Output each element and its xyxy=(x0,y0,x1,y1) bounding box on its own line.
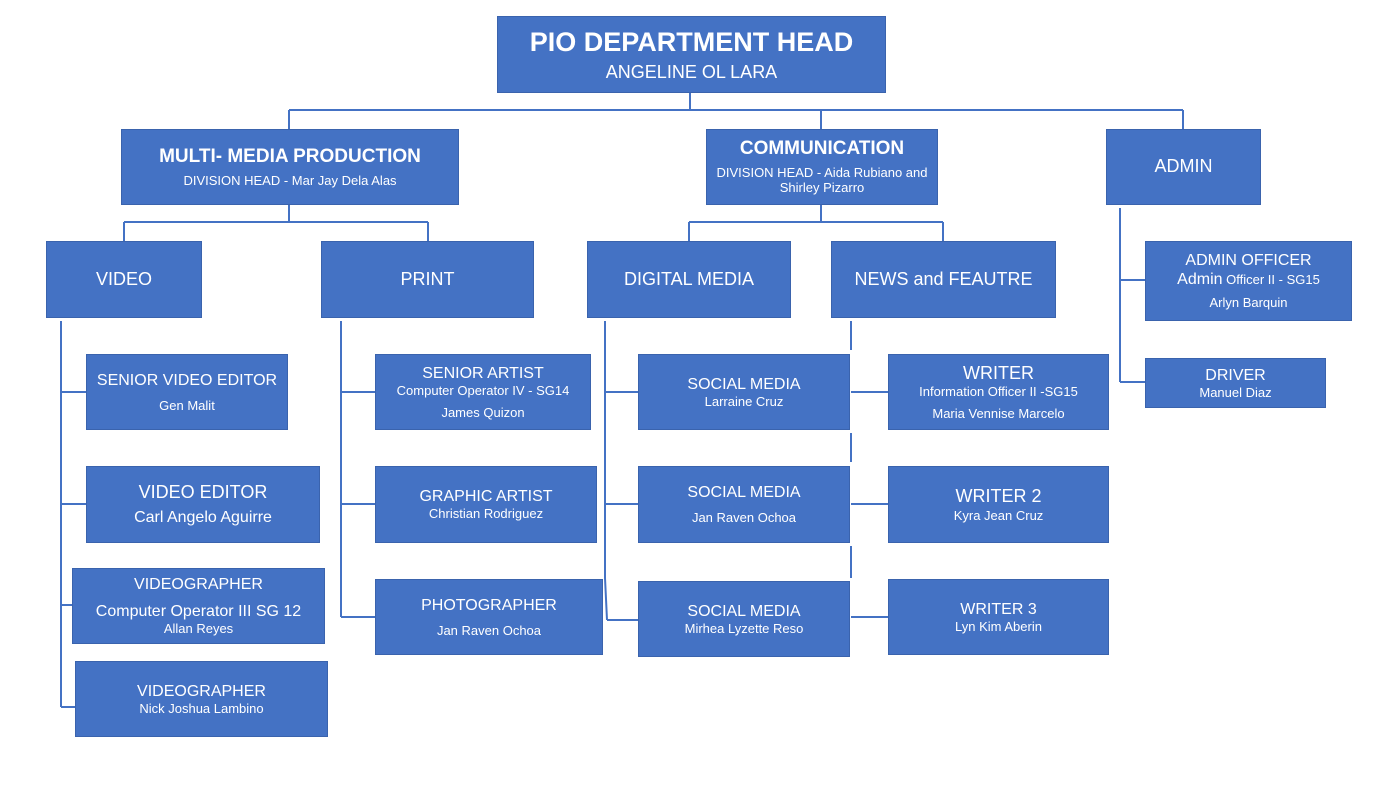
video-editor-box: VIDEO EDITOR Carl Angelo Aguirre xyxy=(86,466,320,543)
videographer-1-title: VIDEOGRAPHER xyxy=(134,576,263,594)
videographer-2-name: Nick Joshua Lambino xyxy=(139,700,264,716)
social-media-3-title: SOCIAL MEDIA xyxy=(687,602,801,620)
video-editor-title: VIDEO EDITOR xyxy=(138,482,268,503)
videographer-1-position: Computer Operator III SG 12 xyxy=(95,603,302,621)
print-title: PRINT xyxy=(400,268,455,289)
driver-name: Manuel Diaz xyxy=(1199,384,1272,400)
admin-officer-name: Arlyn Barquin xyxy=(1209,295,1288,311)
social-media-1-name: Larraine Cruz xyxy=(704,393,784,409)
senior-artist-name: James Quizon xyxy=(441,404,525,420)
writer-1-position: Information Officer II -SG15 xyxy=(919,384,1078,400)
writer-1-title: WRITER xyxy=(963,362,1034,383)
writer-1-name: Maria Vennise Marcelo xyxy=(932,405,1065,421)
video-box: VIDEO xyxy=(46,241,202,318)
multimedia-production-box: MULTI- MEDIA PRODUCTION DIVISION HEAD - … xyxy=(121,129,459,205)
videographer-2-box: VIDEOGRAPHER Nick Joshua Lambino xyxy=(75,661,328,737)
communication-division-head: DIVISION HEAD - Aida Rubiano and xyxy=(716,164,928,180)
graphic-artist-title: GRAPHIC ARTIST xyxy=(419,488,553,506)
pio-department-head-box: PIO DEPARTMENT HEAD ANGELINE OL LARA xyxy=(497,16,886,93)
social-media-3-box: SOCIAL MEDIA Mirhea Lyzette Reso xyxy=(638,581,850,657)
senior-video-editor-name: Gen Malit xyxy=(159,397,215,413)
communication-division-head-2: Shirley Pizarro xyxy=(779,180,865,196)
graphic-artist-name: Christian Rodriguez xyxy=(428,506,544,522)
print-box: PRINT xyxy=(321,241,534,318)
video-editor-name: Carl Angelo Aguirre xyxy=(134,508,272,526)
video-title: VIDEO xyxy=(95,268,152,289)
admin-officer-position: Admin Officer II - SG15 xyxy=(1177,270,1320,289)
writer-2-box: WRITER 2 Kyra Jean Cruz xyxy=(888,466,1109,543)
videographer-1-name: Allan Reyes xyxy=(163,621,234,637)
driver-title: DRIVER xyxy=(1205,366,1266,384)
admin-officer-position-main: Admin xyxy=(1177,271,1223,289)
videographer-2-title: VIDEOGRAPHER xyxy=(137,682,266,700)
news-feature-title: NEWS and FEAUTRE xyxy=(854,268,1033,289)
photographer-title: PHOTOGRAPHER xyxy=(421,596,557,614)
senior-artist-box: SENIOR ARTIST Computer Operator IV - SG1… xyxy=(375,354,591,430)
writer-2-title: WRITER 2 xyxy=(955,485,1042,506)
social-media-2-box: SOCIAL MEDIA Jan Raven Ochoa xyxy=(638,466,850,543)
digital-media-title: DIGITAL MEDIA xyxy=(623,268,755,289)
social-media-3-name: Mirhea Lyzette Reso xyxy=(684,620,804,636)
communication-box: COMMUNICATION DIVISION HEAD - Aida Rubia… xyxy=(706,129,938,205)
videographer-1-box: VIDEOGRAPHER Computer Operator III SG 12… xyxy=(72,568,325,644)
writer-3-box: WRITER 3 Lyn Kim Aberin xyxy=(888,579,1109,655)
writer-2-name: Kyra Jean Cruz xyxy=(953,507,1044,523)
senior-artist-title: SENIOR ARTIST xyxy=(422,364,544,382)
admin-officer-position-small: Officer II - SG15 xyxy=(1222,272,1320,288)
multimedia-division-head: DIVISION HEAD - Mar Jay Dela Alas xyxy=(183,172,397,188)
social-media-1-title: SOCIAL MEDIA xyxy=(687,375,801,393)
writer-1-box: WRITER Information Officer II -SG15 Mari… xyxy=(888,354,1109,430)
admin-box: ADMIN xyxy=(1106,129,1261,205)
writer-3-title: WRITER 3 xyxy=(960,600,1037,618)
head-name: ANGELINE OL LARA xyxy=(605,61,778,82)
multimedia-title: MULTI- MEDIA PRODUCTION xyxy=(159,145,421,167)
admin-officer-title: ADMIN OFFICER xyxy=(1185,252,1312,270)
communication-title: COMMUNICATION xyxy=(739,138,905,159)
photographer-box: PHOTOGRAPHER Jan Raven Ochoa xyxy=(375,579,603,655)
social-media-1-box: SOCIAL MEDIA Larraine Cruz xyxy=(638,354,850,430)
admin-officer-box: ADMIN OFFICER Admin Officer II - SG15 Ar… xyxy=(1145,241,1352,321)
admin-title: ADMIN xyxy=(1154,156,1213,177)
senior-video-editor-title: SENIOR VIDEO EDITOR xyxy=(96,371,278,389)
senior-video-editor-box: SENIOR VIDEO EDITOR Gen Malit xyxy=(86,354,288,430)
head-title: PIO DEPARTMENT HEAD xyxy=(529,26,854,57)
social-media-2-title: SOCIAL MEDIA xyxy=(687,484,801,502)
photographer-name: Jan Raven Ochoa xyxy=(436,622,542,638)
social-media-2-name: Jan Raven Ochoa xyxy=(691,510,797,526)
digital-media-box: DIGITAL MEDIA xyxy=(587,241,791,318)
news-feature-box: NEWS and FEAUTRE xyxy=(831,241,1056,318)
driver-box: DRIVER Manuel Diaz xyxy=(1145,358,1326,408)
senior-artist-position: Computer Operator IV - SG14 xyxy=(396,383,570,398)
graphic-artist-box: GRAPHIC ARTIST Christian Rodriguez xyxy=(375,466,597,543)
writer-3-name: Lyn Kim Aberin xyxy=(955,618,1042,634)
